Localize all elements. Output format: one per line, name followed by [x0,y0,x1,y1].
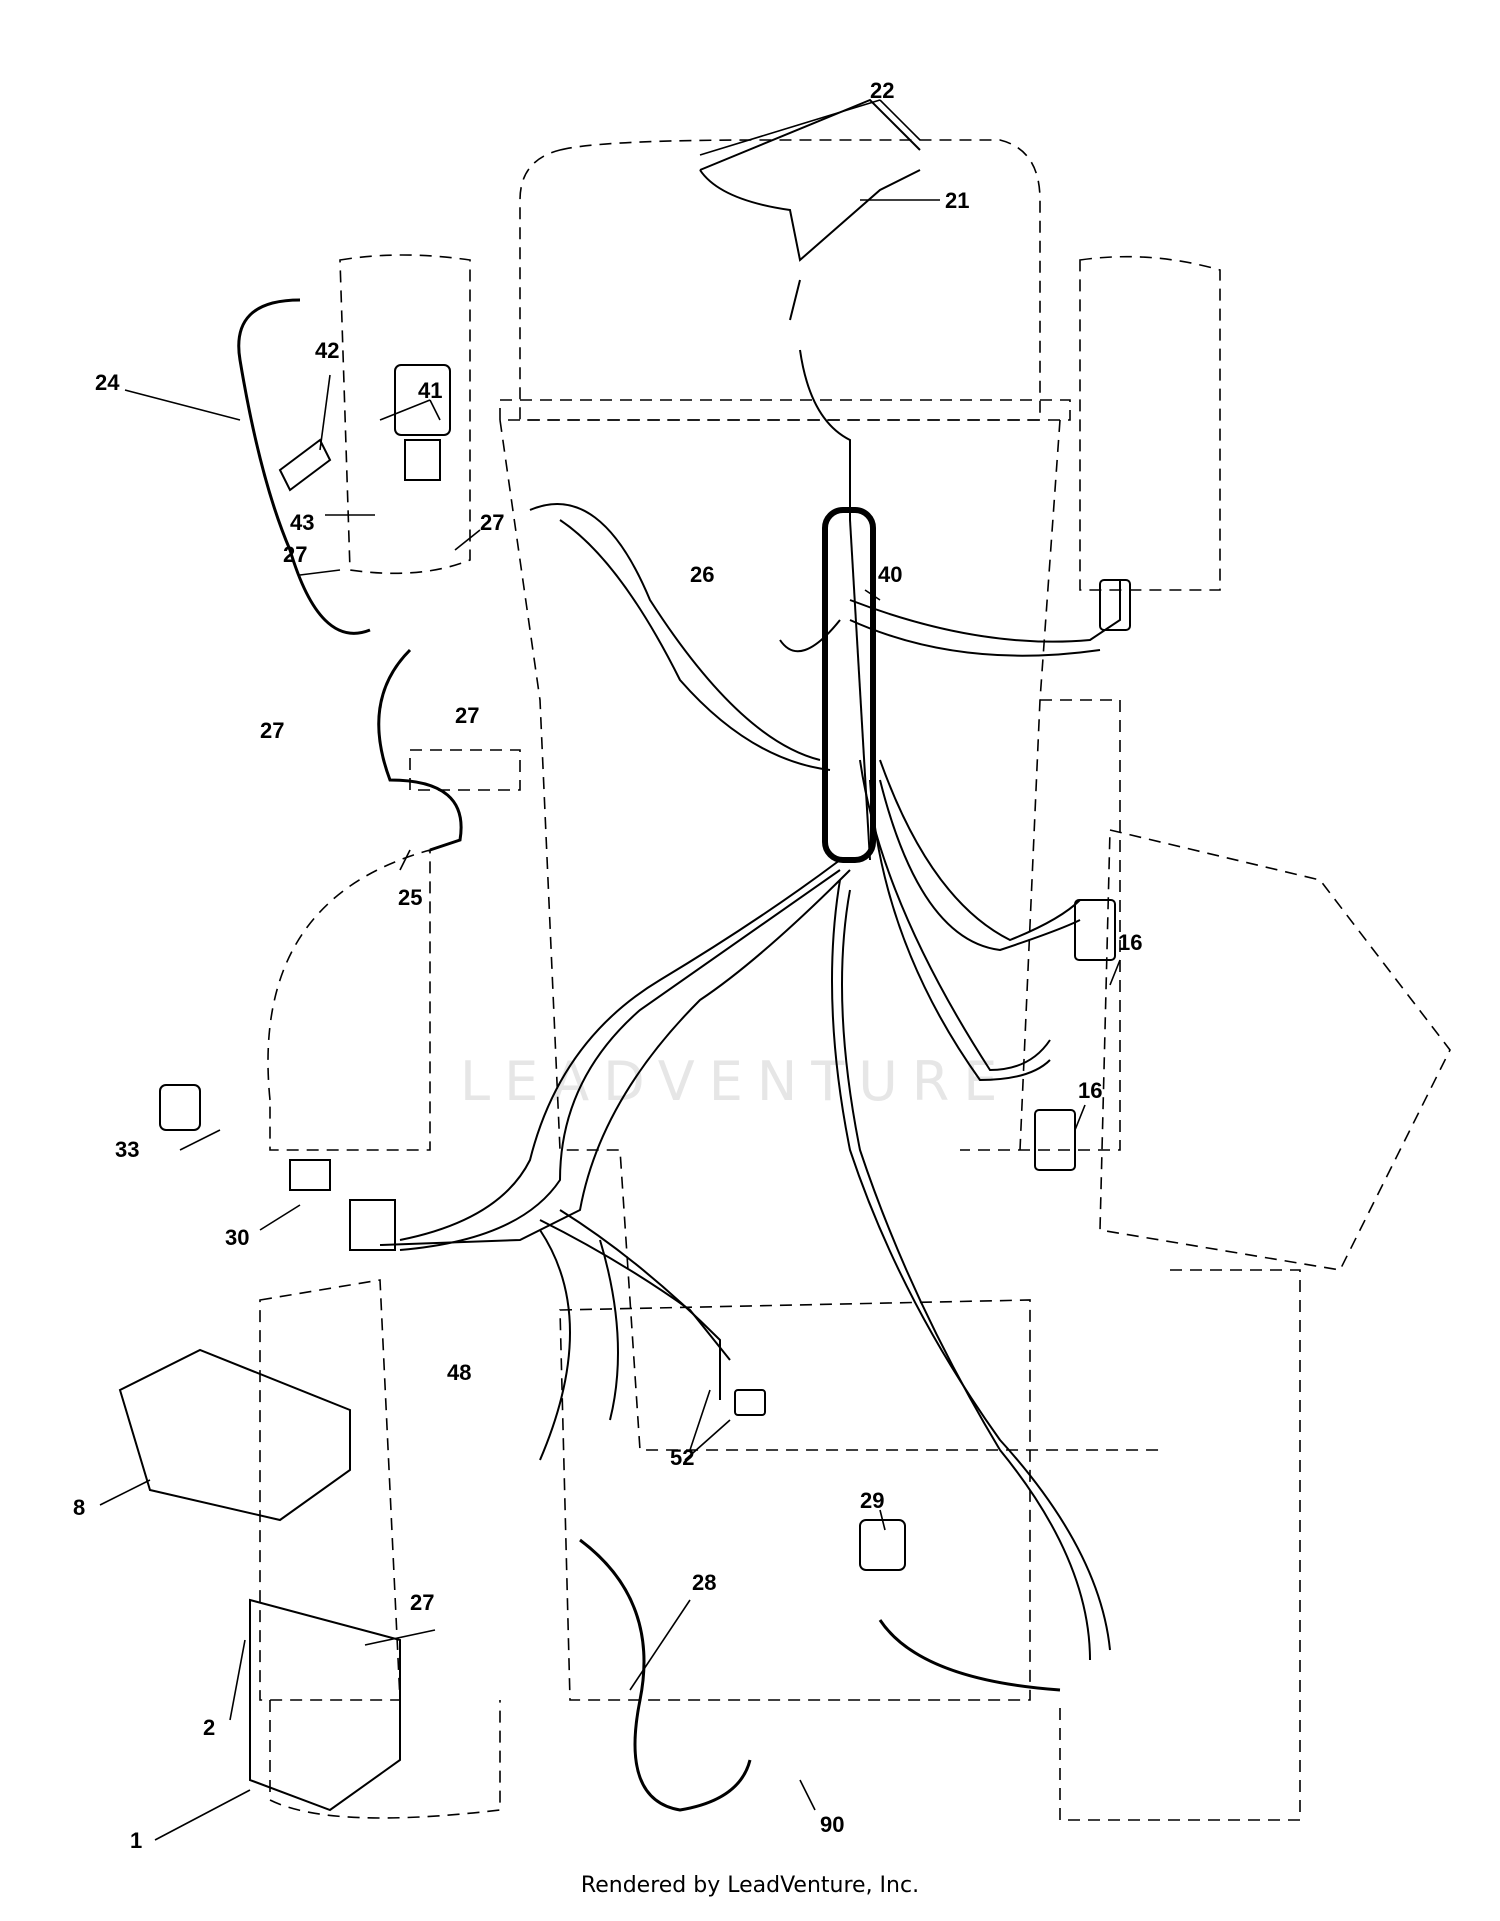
harness-conduit [822,507,876,863]
callout-48: 48 [447,1360,471,1385]
battery-cables [237,298,1061,1812]
callout-26: 26 [690,562,714,587]
callout-29: 29 [860,1488,884,1513]
callout-90: 90 [820,1812,844,1837]
callout-33: 33 [115,1137,139,1162]
callout-27-upper-right: 27 [480,510,504,535]
callout-24: 24 [95,370,120,395]
callout-21: 21 [945,188,969,213]
callout-52: 52 [670,1445,694,1470]
callout-40: 40 [878,562,902,587]
callout-41: 41 [418,378,442,403]
callout-1: 1 [130,1828,142,1853]
components [118,364,1131,1812]
callout-8: 8 [73,1495,85,1520]
callout-42: 42 [315,338,339,363]
callout-28: 28 [692,1570,716,1595]
callout-30: 30 [225,1225,249,1250]
callout-43: 43 [290,510,314,535]
callout-16-lower: 16 [1078,1078,1102,1103]
callout-25: 25 [398,885,422,910]
frame-outline [259,139,1451,1821]
callout-16-upper: 16 [1118,930,1142,955]
callout-22: 22 [870,78,894,103]
callout-27-upper-left: 27 [283,542,307,567]
callout-27-lower-right: 27 [455,703,479,728]
leader-lines [99,99,1121,1841]
wire-harness [379,98,1121,1661]
callout-27-lower-left: 27 [260,718,284,743]
part-callouts: 22 21 24 42 41 43 27 27 27 27 27 26 40 2… [73,78,1142,1853]
footer-credit: Rendered by LeadVenture, Inc. [580,1873,920,1898]
wiring-diagram: 22 21 24 42 41 43 27 27 27 27 27 26 40 2… [73,78,1451,1853]
callout-27-battery: 27 [410,1590,434,1615]
callout-2: 2 [203,1715,215,1740]
